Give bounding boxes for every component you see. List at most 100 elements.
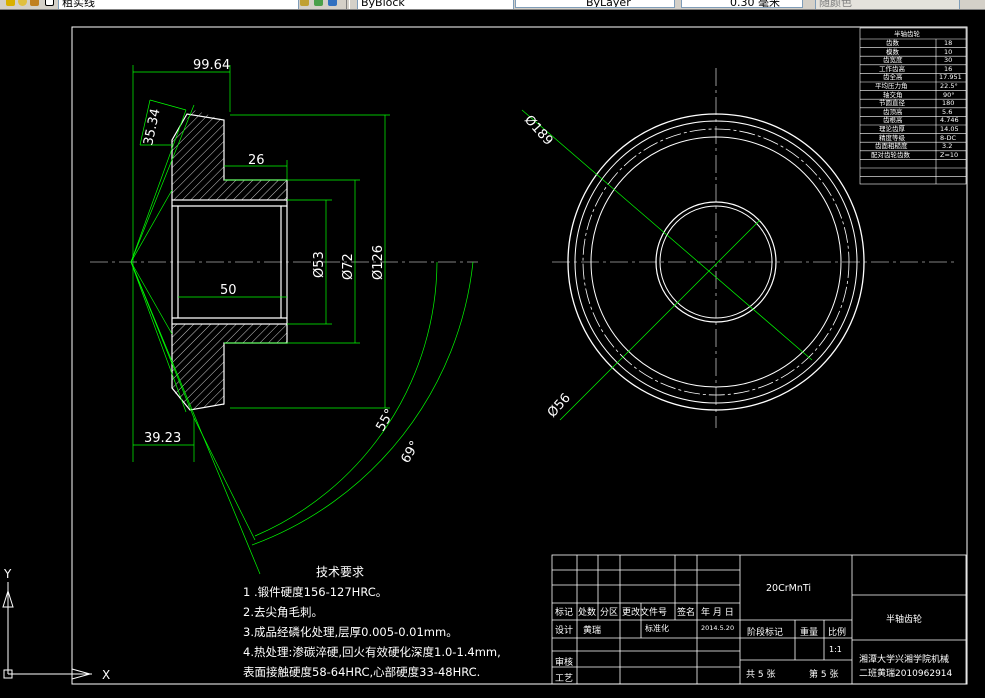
layer-dropdown-value: 粗实线	[62, 0, 95, 9]
linetype-dropdown[interactable]: ByLayer	[515, 0, 675, 8]
make-current-icon[interactable]	[328, 0, 337, 6]
parameter-table-grid	[859, 27, 967, 185]
tb-header-mark: 标记	[555, 608, 574, 618]
param-label: 配对齿轮齿数	[871, 150, 910, 159]
tech-item: 4.热处理:渗碳淬硬,回火有效硬化深度1.0-1.4mm,	[243, 645, 501, 659]
layer-state-icon[interactable]	[6, 0, 15, 6]
root-circle	[590, 136, 842, 388]
dim-angle-55: 55°	[373, 407, 398, 434]
param-value: 22.5°	[940, 82, 958, 90]
param-label: 齿面粗糙度	[875, 142, 908, 151]
dim-dia-53: Ø53	[312, 251, 327, 278]
title-block-grid	[551, 554, 967, 685]
freeze-icon[interactable]	[18, 0, 27, 6]
param-label: 齿数	[886, 39, 899, 47]
tb-designer: 黄瑞	[583, 626, 602, 636]
color-swatch-icon	[45, 0, 54, 6]
param-label: 齿顶高	[883, 107, 903, 116]
tb-header-count: 处数	[578, 608, 597, 618]
param-value: 4.746	[940, 116, 959, 125]
layer-previous-icon[interactable]	[314, 0, 323, 6]
tb-header-sign: 签名	[677, 608, 696, 618]
tb-school: 湘潭大学兴湘学院机械	[859, 655, 950, 665]
dim-dia-56: Ø56	[545, 391, 574, 421]
tech-item: 1 .锻件硬度156-127HRC。	[243, 585, 388, 599]
tb-header-date: 年 月 日	[701, 608, 734, 618]
tb-sheet-number: 第 5 张	[809, 670, 839, 680]
tech-item: 3.成品经磷化处理,层厚0.005-0.01mm。	[243, 625, 458, 639]
dim-50: 50	[220, 283, 237, 298]
param-value: 18	[944, 39, 953, 47]
addendum-circle	[574, 120, 858, 404]
param-label: 节圆直径	[879, 99, 905, 108]
param-value: 30	[944, 56, 953, 65]
dim-angle-69: 69°	[398, 439, 423, 466]
tech-item: 表面接触硬度58-64HRC,心部硬度33-48HRC.	[243, 665, 481, 679]
param-label: 理论齿厚	[879, 125, 905, 133]
param-label: 齿宽度	[883, 56, 903, 65]
dim-line-189	[521, 109, 813, 361]
bore-outline	[171, 199, 288, 325]
color-dropdown-value: ByBlock	[361, 0, 405, 9]
tb-weight-label: 重量	[800, 628, 819, 638]
dim-39-23: 39.23	[144, 431, 181, 446]
tb-date: 2014.5.20	[701, 624, 735, 632]
param-value: 17.951	[939, 73, 962, 82]
lineweight-dropdown[interactable]: 0.30 毫米	[681, 0, 803, 8]
param-value: 180	[942, 99, 955, 108]
ucs-icon	[2, 582, 92, 680]
toolbar-separator	[346, 0, 350, 9]
section-view: 99.64 26 50 39.23 35.34 Ø53 Ø72 Ø126 55°…	[90, 58, 478, 575]
cone-line-2	[130, 109, 187, 263]
tb-row-std: 标准化	[645, 624, 669, 633]
lineweight-dropdown-value: 0.30 毫米	[730, 0, 780, 8]
hub-circle	[655, 201, 777, 323]
param-value: 10	[944, 47, 953, 56]
tb-row-check: 审核	[555, 658, 574, 668]
param-label: 齿根高	[883, 116, 903, 125]
drawing-border	[71, 26, 968, 685]
tb-header-zone: 分区	[600, 608, 619, 618]
dim-26: 26	[248, 153, 265, 168]
param-value: 16	[944, 64, 953, 73]
tb-header-doc: 更改文件号	[622, 608, 668, 618]
layer-manager-icon[interactable]	[300, 0, 309, 6]
technical-requirements: 技术要求 1 .锻件硬度156-127HRC。 2.去尖角毛刺。 3.成品经磷化…	[243, 562, 563, 682]
tb-stage-label: 阶段标记	[747, 628, 784, 638]
dim-dia-189: Ø189	[521, 113, 556, 149]
tb-row-design: 设计	[555, 626, 574, 636]
param-table-title: 半轴齿轮	[894, 30, 920, 38]
tb-scale-label: 比例	[828, 628, 847, 638]
param-value: 90°	[943, 90, 955, 99]
layer-dropdown[interactable]: 粗实线	[58, 0, 299, 9]
dim-dia-72: Ø72	[341, 253, 356, 280]
dim-dia-126: Ø126	[371, 245, 386, 280]
plotstyle-dropdown[interactable]: 随颜色	[815, 0, 960, 9]
param-value: Z=10	[940, 150, 959, 159]
param-value: 5.6	[942, 107, 953, 116]
param-value: 8-DC	[940, 133, 957, 142]
lock-icon[interactable]	[30, 0, 39, 6]
cone-line-6	[130, 261, 173, 335]
param-value: 14.05	[940, 125, 959, 133]
tb-total-sheets: 共 5 张	[746, 670, 776, 680]
color-dropdown[interactable]: ByBlock	[357, 0, 514, 9]
tb-row-process: 工艺	[555, 674, 574, 684]
pitch-circle	[582, 128, 850, 396]
properties-toolbar: 粗实线 ByBlock ByLayer 0.30 毫米 随颜色	[0, 0, 985, 10]
tb-author: 二班黄瑞2010962914	[859, 669, 953, 679]
param-label: 精度等级	[879, 133, 905, 142]
outer-circle	[567, 113, 865, 411]
ucs-y-label: Y	[3, 567, 12, 581]
tb-scale-value: 1:1	[829, 645, 842, 654]
param-label: 工作齿高	[879, 64, 905, 73]
param-label: 轴交角	[883, 90, 903, 99]
param-label: 平均压力角	[875, 82, 908, 90]
dim-35-34: 35.34	[141, 107, 163, 147]
bore-circle	[659, 205, 773, 319]
dim-99-64: 99.64	[193, 58, 230, 73]
cone-line-1	[130, 104, 195, 263]
tech-title: 技术要求	[316, 565, 365, 579]
tb-part-name: 半轴齿轮	[886, 615, 923, 625]
